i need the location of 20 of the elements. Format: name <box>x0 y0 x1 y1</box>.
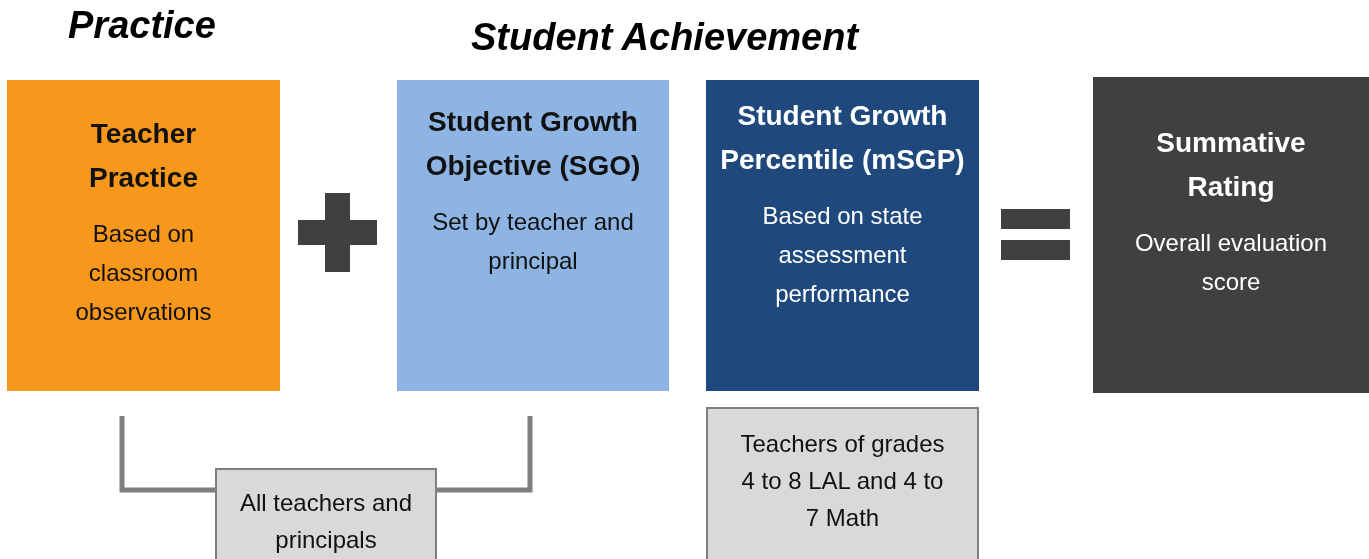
note-box <box>215 468 437 559</box>
box-heading: Student Growth Objective (SGO) <box>424 105 642 183</box>
box-heading: Teacher Practice <box>88 117 199 195</box>
component-box <box>7 80 280 391</box>
bracket-line <box>437 416 533 493</box>
component-box <box>1093 77 1369 393</box>
bracket-line <box>119 416 215 493</box>
box-description: Teachers of grades 4 to 8 LAL and 4 to 7 Math <box>739 429 946 533</box>
section-heading: Student Achievement <box>471 16 859 59</box>
section-heading: Practice <box>68 4 216 47</box>
box-description: Overall evaluation score <box>1133 228 1329 297</box>
component-box <box>397 80 669 391</box>
note-box <box>706 407 979 559</box>
box-heading: Student Growth Percentile (mSGP) <box>719 99 966 177</box>
box-description: All teachers and principals <box>238 488 414 555</box>
component-box <box>706 80 979 391</box>
box-heading: Summative Rating <box>1155 126 1307 204</box>
box-description: Based on state assessment performance <box>761 201 924 309</box>
box-description: Based on classroom observations <box>74 219 213 327</box>
box-description: Set by teacher and principal <box>431 207 635 276</box>
